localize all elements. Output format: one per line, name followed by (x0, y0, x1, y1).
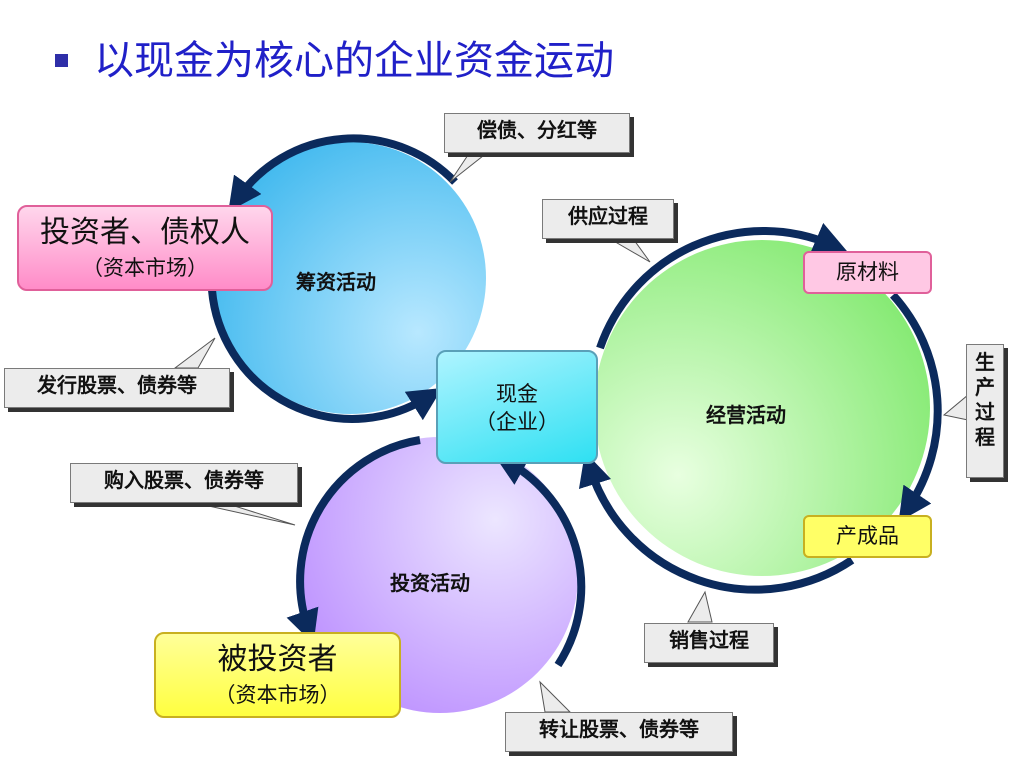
callout-tail-production (942, 393, 969, 421)
finished-goods-box: 产成品 (803, 515, 932, 558)
callout-tail-buy (194, 502, 296, 526)
callout-tail-repay (449, 151, 490, 183)
callout-repay-debt: 偿债、分红等 (444, 113, 630, 153)
callout-supply-process: 供应过程 (542, 199, 674, 239)
raw-materials-box: 原材料 (803, 251, 932, 294)
production-char-1: 生 (975, 350, 995, 374)
capital-market-label-bottom: （资本市场） (214, 683, 341, 707)
callout-tail-transfer (539, 680, 572, 713)
production-char-4: 程 (975, 425, 995, 449)
callout-tail-sales (687, 590, 713, 623)
production-char-2: 产 (975, 375, 995, 399)
capital-market-label-top: （资本市场） (82, 256, 208, 280)
financing-activity-label: 筹资活动 (296, 270, 376, 294)
callout-tail-issue (173, 337, 216, 369)
investing-arrow-left (286, 436, 421, 644)
cash-label: 现金 (496, 382, 538, 406)
operating-arrow-right (890, 292, 942, 522)
cash-box: 现金 （企业） (436, 350, 598, 464)
page-title: 以现金为核心的企业资金运动 (94, 38, 614, 84)
enterprise-label: （企业） (475, 410, 559, 434)
callout-transfer-stock: 转让股票、债券等 (505, 712, 733, 752)
callout-tail-supply (610, 239, 651, 263)
investing-activity-label: 投资活动 (390, 571, 470, 595)
callout-sales-process: 销售过程 (644, 623, 774, 663)
financing-circle (214, 142, 486, 414)
callout-production-process: 生 产 过 程 (966, 344, 1004, 478)
investor-creditor-box: 投资者、债权人 （资本市场） (17, 205, 273, 291)
title-bullet (55, 54, 68, 67)
investee-label: 被投资者 (217, 642, 338, 677)
production-char-3: 过 (975, 400, 995, 424)
callout-issue-stock: 发行股票、债券等 (4, 368, 230, 408)
operating-circle (594, 240, 930, 576)
investing-arrow-right (493, 453, 586, 668)
financing-arrow-bottom (208, 289, 443, 423)
callout-buy-stock: 购入股票、债券等 (70, 463, 298, 503)
financing-arrow-top (228, 134, 458, 212)
operating-activity-label: 经营活动 (706, 403, 786, 427)
operating-arrow-top (596, 222, 848, 350)
operating-arrow-bottom (578, 451, 855, 594)
investor-creditor-label: 投资者、债权人 (40, 215, 250, 250)
investee-box: 被投资者 （资本市场） (154, 632, 401, 718)
